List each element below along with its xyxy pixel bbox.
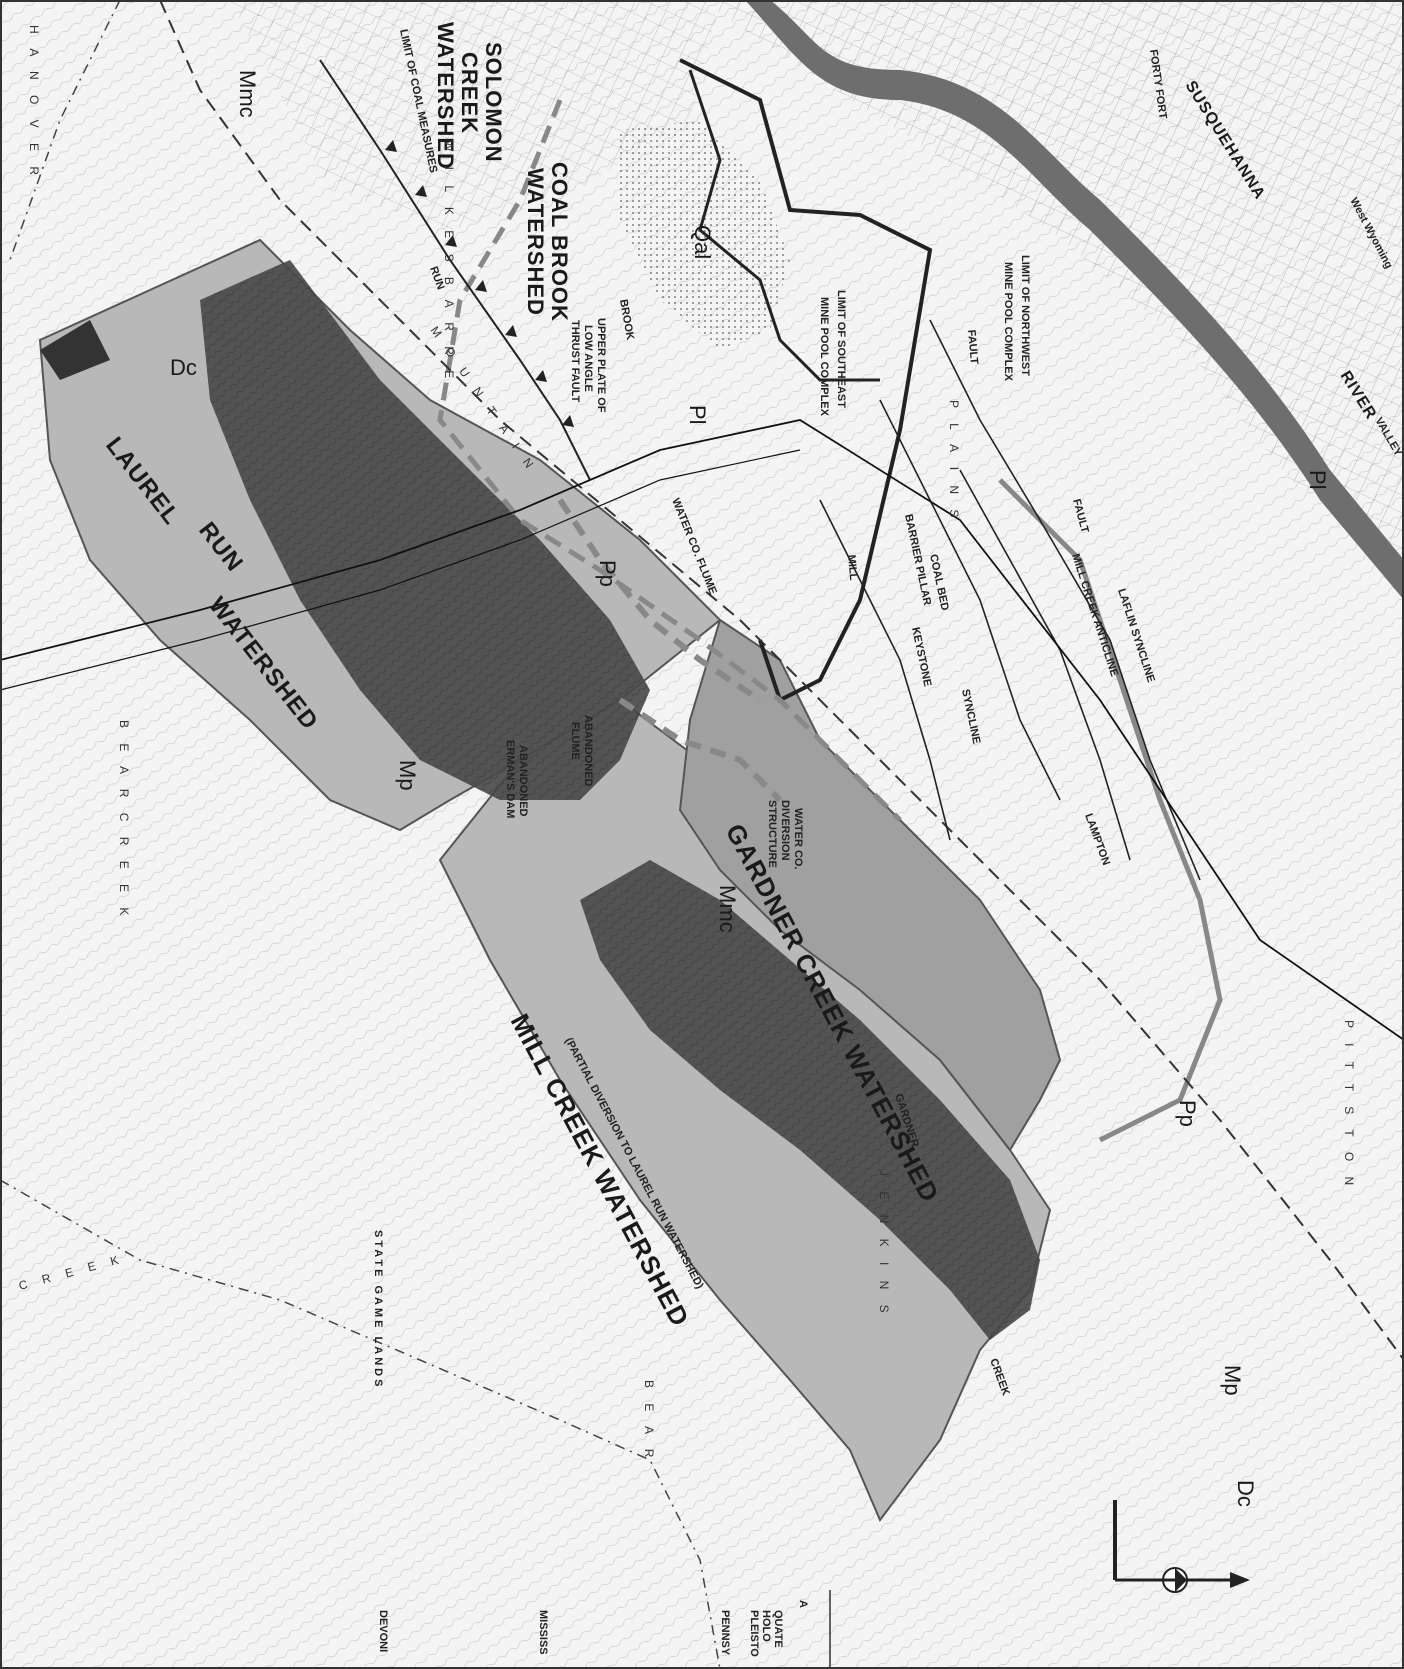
laurel-run-corner-dark [40,320,110,380]
township-jenkins: J E N K I N S [877,1170,891,1319]
limit-southeast-label-1: LIMIT OF SOUTHEAST [835,290,847,408]
diversion-label-1: WATER CO. [792,808,804,870]
solomon-creek-label-1: SOLOMON [481,42,506,163]
legend-devonian: DEVONI [377,1610,389,1652]
township-bear: B E A R [642,1380,656,1463]
unit-pp-label: Pp [595,560,620,587]
gardner-creek-north-boundary [998,478,1223,1143]
coal-brook-watershed-boundary [437,99,902,822]
highway-line [0,419,1404,1041]
thrust-fault-line [319,59,591,481]
diversion-label-3: STRUCTURE [766,800,778,868]
unit-mmc2-label: Mmc [235,70,260,118]
coal-brook-label-2: WATERSHED [523,168,548,316]
water-co-flume [557,498,762,703]
unit-qal-label: Qal [690,225,715,259]
mill-creek-name: MILL [845,554,859,581]
susquehanna-river [745,0,1404,600]
abandoned-dam-label-2: ERMAN'S DAM [504,740,516,818]
pocono-ridge-contours [200,260,650,800]
legend-header: A [797,1600,809,1608]
legend-quaternary-1: QUATE [772,1610,784,1648]
unit-mmc-label: Mmc [715,885,740,933]
solomon-creek-label-3: WATERSHED [433,22,458,170]
legend-quaternary-3: PLEISTO [748,1610,760,1657]
upper-plate-label-1: UPPER PLATE OF [595,318,607,413]
upper-plate-label-2: LOW ANGLE [582,325,594,392]
state-game-lands-label: STATE GAME LANDS [372,1230,384,1389]
legend: A QUATE HOLO PLEISTO PENNSY MISSISS DEVO… [377,1590,831,1669]
thrust-fault-teeth [385,140,574,427]
township-bear-creek-1: B E A R C R E E K [117,720,131,921]
township-hanover: H A N O V E R [27,25,41,181]
fault-line-1 [929,319,1201,881]
urban-area-plains [700,0,1404,560]
diversion-label-2: DIVERSION [779,800,791,861]
north-arrow-icon [1113,1500,1250,1593]
unit-mp-label: Mp [395,760,420,791]
township-plains: P L A I N S [947,400,961,523]
keystone-syncline-line [819,499,951,841]
southeast-mine-pool-boundary [688,69,880,382]
unit-dc2-label: Dc [1233,1480,1258,1507]
legend-quaternary-2: HOLO [760,1610,772,1642]
mill-creek-dark-contours [580,860,1040,1340]
unit-dc-label: Dc [170,355,197,380]
fault-line-2 [879,399,1061,801]
highway-line-2 [0,449,801,691]
abandoned-dam-label-1: ABANDONED [517,745,529,817]
abandoned-flume [618,697,783,803]
unit-pl2-label: Pl [1305,470,1330,490]
township-boundary-west [9,0,121,261]
legend-pennsylvanian: PENNSY [719,1610,731,1656]
abandoned-flume-label-2: FLUME [569,722,581,760]
township-wilkes-barre: W I L K E S B A R R E [442,140,456,384]
township-pittston: P I T T S T O N [1342,1020,1356,1191]
limit-of-coal-measures-line [159,0,1404,1361]
limit-northwest-label-2: MINE POOL COMPLEX [1002,262,1014,382]
limit-northwest-label-1: LIMIT OF NORTHWEST [1019,255,1031,376]
northwest-mine-pool-boundary [679,58,933,703]
unit-pl-label: Pl [685,405,710,425]
fault-label: FAULT [965,329,980,365]
solomon-creek-label-2: CREEK [457,52,482,134]
coal-brook-label-1: COAL BROOK [547,162,572,322]
upper-plate-label-3: THRUST FAULT [569,320,581,403]
unit-mp2-label: Mp [1220,1365,1245,1396]
unit-pp2-label: Pp [1175,1100,1200,1127]
limit-southeast-label-2: MINE POOL COMPLEX [818,297,830,417]
legend-mississippian: MISSISS [537,1610,549,1655]
urban-area-wilkes-barre [230,0,720,230]
township-boundary-south [0,1179,721,1669]
abandoned-flume-label-1: ABANDONED [582,715,594,787]
